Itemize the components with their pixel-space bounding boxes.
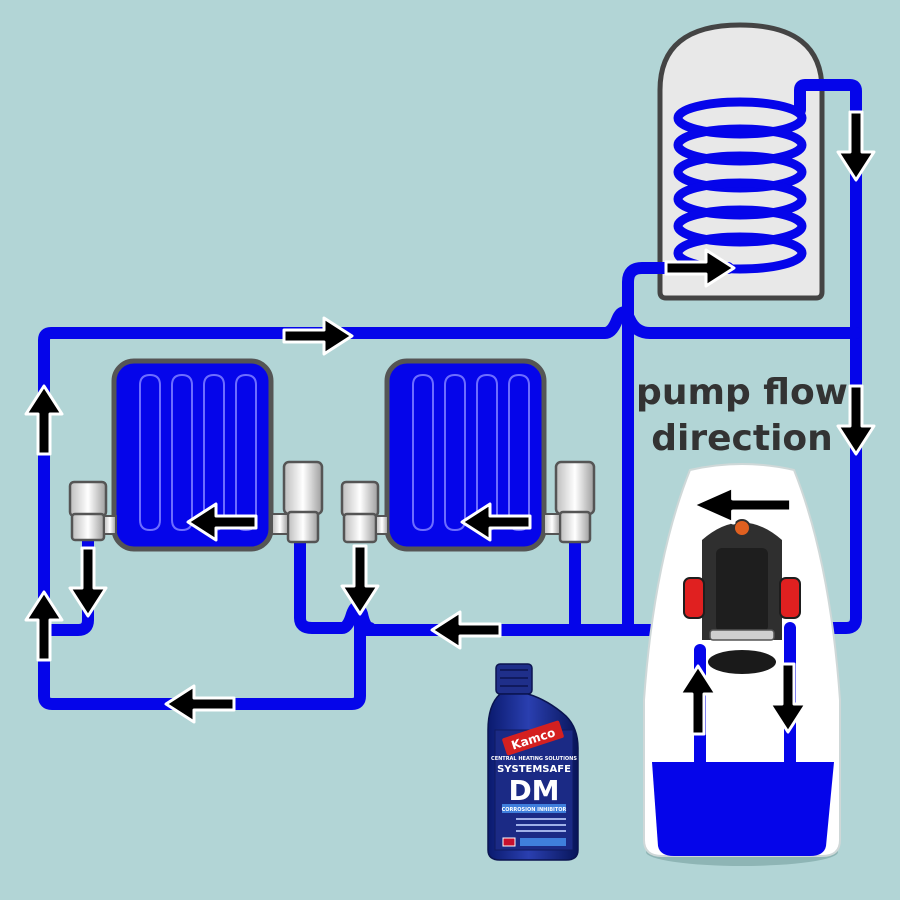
bottle-descriptor: CORROSION INHIBITOR [502,807,567,813]
flush-tank [652,762,834,856]
arrow-bottom-left [164,684,236,724]
valve-rad1-right [271,460,324,544]
cylinder-coil [673,97,807,274]
pump-flow-caption: pump flow direction [636,372,848,459]
radiator-1 [111,358,274,552]
arrow-return-left [430,610,502,650]
bottle-code: DM [508,774,559,807]
arrow-valve1-down [68,546,108,618]
bottle-fine-print [516,818,566,832]
bottle-subtitle: CENTRAL HEATING SOLUTIONS [491,756,577,762]
arrow-left-up-upper [24,384,64,456]
pump-motor [683,519,801,641]
tank-lid [708,650,776,674]
caption-line1: pump flow [636,372,848,413]
radiator-2 [384,358,547,552]
arrow-valve2-down [340,544,380,616]
valve-rad2-right [543,460,596,544]
valve-rad2-left [340,480,389,544]
arrow-top-flow [282,316,354,356]
inhibitor-bottle: Kamco CENTRAL HEATING SOLUTIONS SYSTEMSA… [487,663,579,861]
power-flush-unit [643,463,841,866]
arrow-right-down-upper [836,110,876,182]
bottle-product: SYSTEMSAFE [497,764,571,775]
caption-line2: direction [651,418,833,459]
hot-water-cylinder [657,22,825,301]
valve-rad1-left [68,480,117,542]
